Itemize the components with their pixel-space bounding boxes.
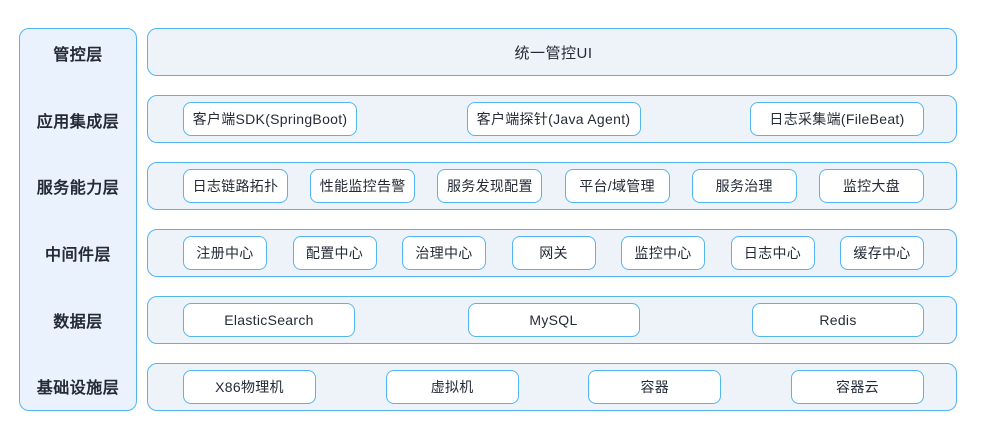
layer-label-1: 应用集成层 <box>36 113 120 131</box>
layer-row-5: X86物理机 虚拟机 容器 容器云 <box>147 363 957 411</box>
component-chip: 监控中心 <box>621 236 705 270</box>
component-chip: ElasticSearch <box>183 303 355 337</box>
component-chip: 治理中心 <box>402 236 486 270</box>
component-chip: 性能监控告警 <box>310 169 416 203</box>
layer-label-0: 管控层 <box>53 46 103 64</box>
component-chip: 日志中心 <box>730 236 815 270</box>
component-chip: 注册中心 <box>183 236 267 270</box>
layer-row-2: 日志链路拓扑性能监控告警服务发现配置平台/域管理服务治理监控大盘 <box>147 162 957 210</box>
component-chip: 平台/域管理 <box>564 169 670 203</box>
layer-rows: 统一管控UI 客户端SDK(SpringBoot) 客户端探针(Java Agent… <box>147 28 957 411</box>
layer-label-5: 基础设施层 <box>36 380 120 398</box>
component-chip: 日志采集端(FileBeat) <box>750 102 924 136</box>
component-chip: 监控大盘 <box>818 169 924 203</box>
layered-architecture-diagram: 管控层应用集成层服务能力层中间件层数据层基础设施层 统一管控UI 客户端SDK(S… <box>19 28 957 411</box>
layer-row-1: 客户端SDK(SpringBoot) 客户端探针(Java Agent) 日志采集端… <box>147 95 957 143</box>
layer-label-3: 中间件层 <box>44 246 111 264</box>
component-chip: 服务治理 <box>691 169 797 203</box>
component-chip: 服务发现配置 <box>437 169 543 203</box>
component-chip: MySQL <box>467 303 640 337</box>
component-chip: Redis <box>752 303 924 337</box>
component-chip: 客户端探针(Java Agent) <box>466 102 641 136</box>
component-chip: 虚拟机 <box>385 370 519 404</box>
layer-row-4: ElasticSearch MySQL Redis <box>147 296 957 344</box>
component-chip: 容器云 <box>790 370 924 404</box>
component-chip: 配置中心 <box>292 236 377 270</box>
layer-label-column: 管控层应用集成层服务能力层中间件层数据层基础设施层 <box>19 28 137 411</box>
component-chip: 客户端SDK(SpringBoot) <box>183 102 357 136</box>
component-chip: 缓存中心 <box>840 236 924 270</box>
unified-console-title: 统一管控UI <box>514 44 593 62</box>
component-chip: 网关 <box>511 236 596 270</box>
component-chip: 容器 <box>588 370 722 404</box>
component-chip: 日志链路拓扑 <box>183 169 288 203</box>
layer-label-2: 服务能力层 <box>36 180 120 198</box>
layer-label-4: 数据层 <box>53 313 103 331</box>
layer-row-0: 统一管控UI <box>147 28 957 76</box>
layer-row-3: 注册中心配置中心治理中心网关监控中心日志中心缓存中心 <box>147 229 957 277</box>
component-chip: X86物理机 <box>183 370 316 404</box>
